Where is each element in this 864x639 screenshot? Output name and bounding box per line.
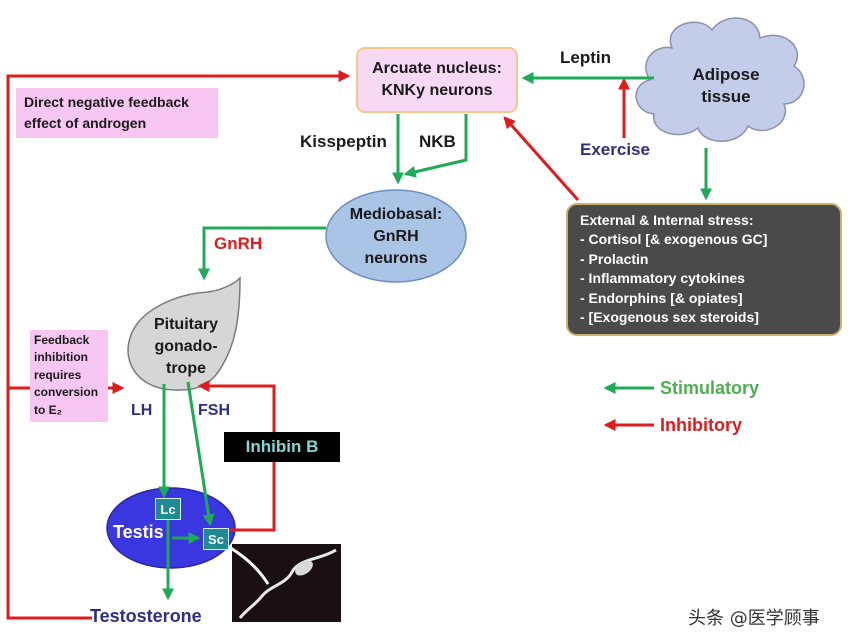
arcuate-line2: KNKy neurons: [381, 82, 493, 99]
feedback-inhibition-note: Feedback inhibition requires conversion …: [30, 330, 108, 422]
mediobasal-ellipse: [325, 189, 467, 283]
androgen-feedback-arrow: [6, 70, 351, 620]
leydig-cell-badge: Lc: [155, 498, 181, 520]
stress-factors-box: External & Internal stress: - Cortisol […: [580, 211, 836, 329]
stress-box-bg: [566, 203, 842, 336]
leptin-label: Leptin: [560, 48, 611, 67]
feedback-line2: inhibition: [34, 350, 88, 365]
pituitary-drop: [127, 276, 241, 391]
adipose-line2: tissue: [701, 87, 751, 106]
nkb-label: NKB: [419, 132, 456, 151]
sperm-lead-line: [228, 545, 270, 585]
adipose-tissue-node: Adipose tissue: [668, 58, 784, 114]
pituitary-line3: trope: [166, 360, 206, 377]
fsh-arrow: [186, 381, 215, 527]
adipose-cloud: [635, 17, 805, 142]
feedback-line1: Feedback: [34, 333, 90, 347]
fsh-label: FSH: [198, 402, 230, 419]
arcuate-line1: Arcuate nucleus:: [372, 60, 502, 77]
feedback-line4: conversion: [34, 385, 99, 400]
testis-label: Testis: [113, 522, 164, 542]
inhibin-b-badge: Inhibin B: [224, 432, 340, 462]
sperm-tail: [238, 548, 337, 619]
pituitary-gonadotrope-node: Pituitary gonado- trope: [138, 312, 234, 382]
stress-item: - Inflammatory cytokines: [580, 270, 745, 287]
stress-item: - Cortisol [& exogenous GC]: [580, 231, 768, 248]
mediobasal-gnrh-node: Mediobasal: GnRH neurons: [330, 204, 462, 270]
feedback-line5: to E₂: [34, 402, 62, 417]
pituitary-line1: Pituitary: [153, 316, 218, 333]
direct-feedback-line2: effect of androgen: [24, 115, 147, 131]
arcuate-nucleus-node: Arcuate nucleus: KNKy neurons: [357, 48, 517, 112]
stress-title: External & Internal stress:: [580, 212, 754, 228]
nkb-arrow: [403, 114, 468, 178]
gnrh-label: GnRH: [214, 234, 263, 253]
arcuate-box: [356, 47, 518, 113]
direct-feedback-line1: Direct negative feedback: [24, 94, 189, 110]
sperm-head: [295, 560, 313, 576]
legend-stimulatory-label: Stimulatory: [660, 378, 760, 398]
pituitary-line2: gonado-: [154, 338, 218, 355]
exercise-label: Exercise: [580, 140, 650, 159]
mediobasal-line3: neurons: [364, 250, 428, 267]
lh-label: LH: [131, 402, 153, 419]
adipose-line1: Adipose: [692, 65, 760, 84]
feedback-line3: requires: [34, 367, 82, 382]
stress-item: - Endorphins [& opiates]: [580, 289, 743, 306]
mediobasal-line1: Mediobasal:: [349, 206, 443, 223]
sertoli-cell-badge: Sc: [203, 528, 229, 550]
testosterone-label: Testosterone: [90, 606, 202, 626]
stress-inhibition-arrow: [503, 116, 580, 201]
kisspeptin-label: Kisspeptin: [300, 132, 387, 151]
gnrh-arrow: [198, 226, 326, 281]
stress-item: - [Exogenous sex steroids]: [580, 309, 759, 326]
direct-feedback-note: Direct negative feedback effect of andro…: [16, 88, 218, 138]
legend-inhibitory-label: Inhibitory: [660, 415, 742, 435]
watermark: 头条 @医学顾事: [688, 608, 820, 629]
mediobasal-line2: GnRH: [373, 228, 419, 245]
stress-item: - Prolactin: [580, 250, 649, 267]
